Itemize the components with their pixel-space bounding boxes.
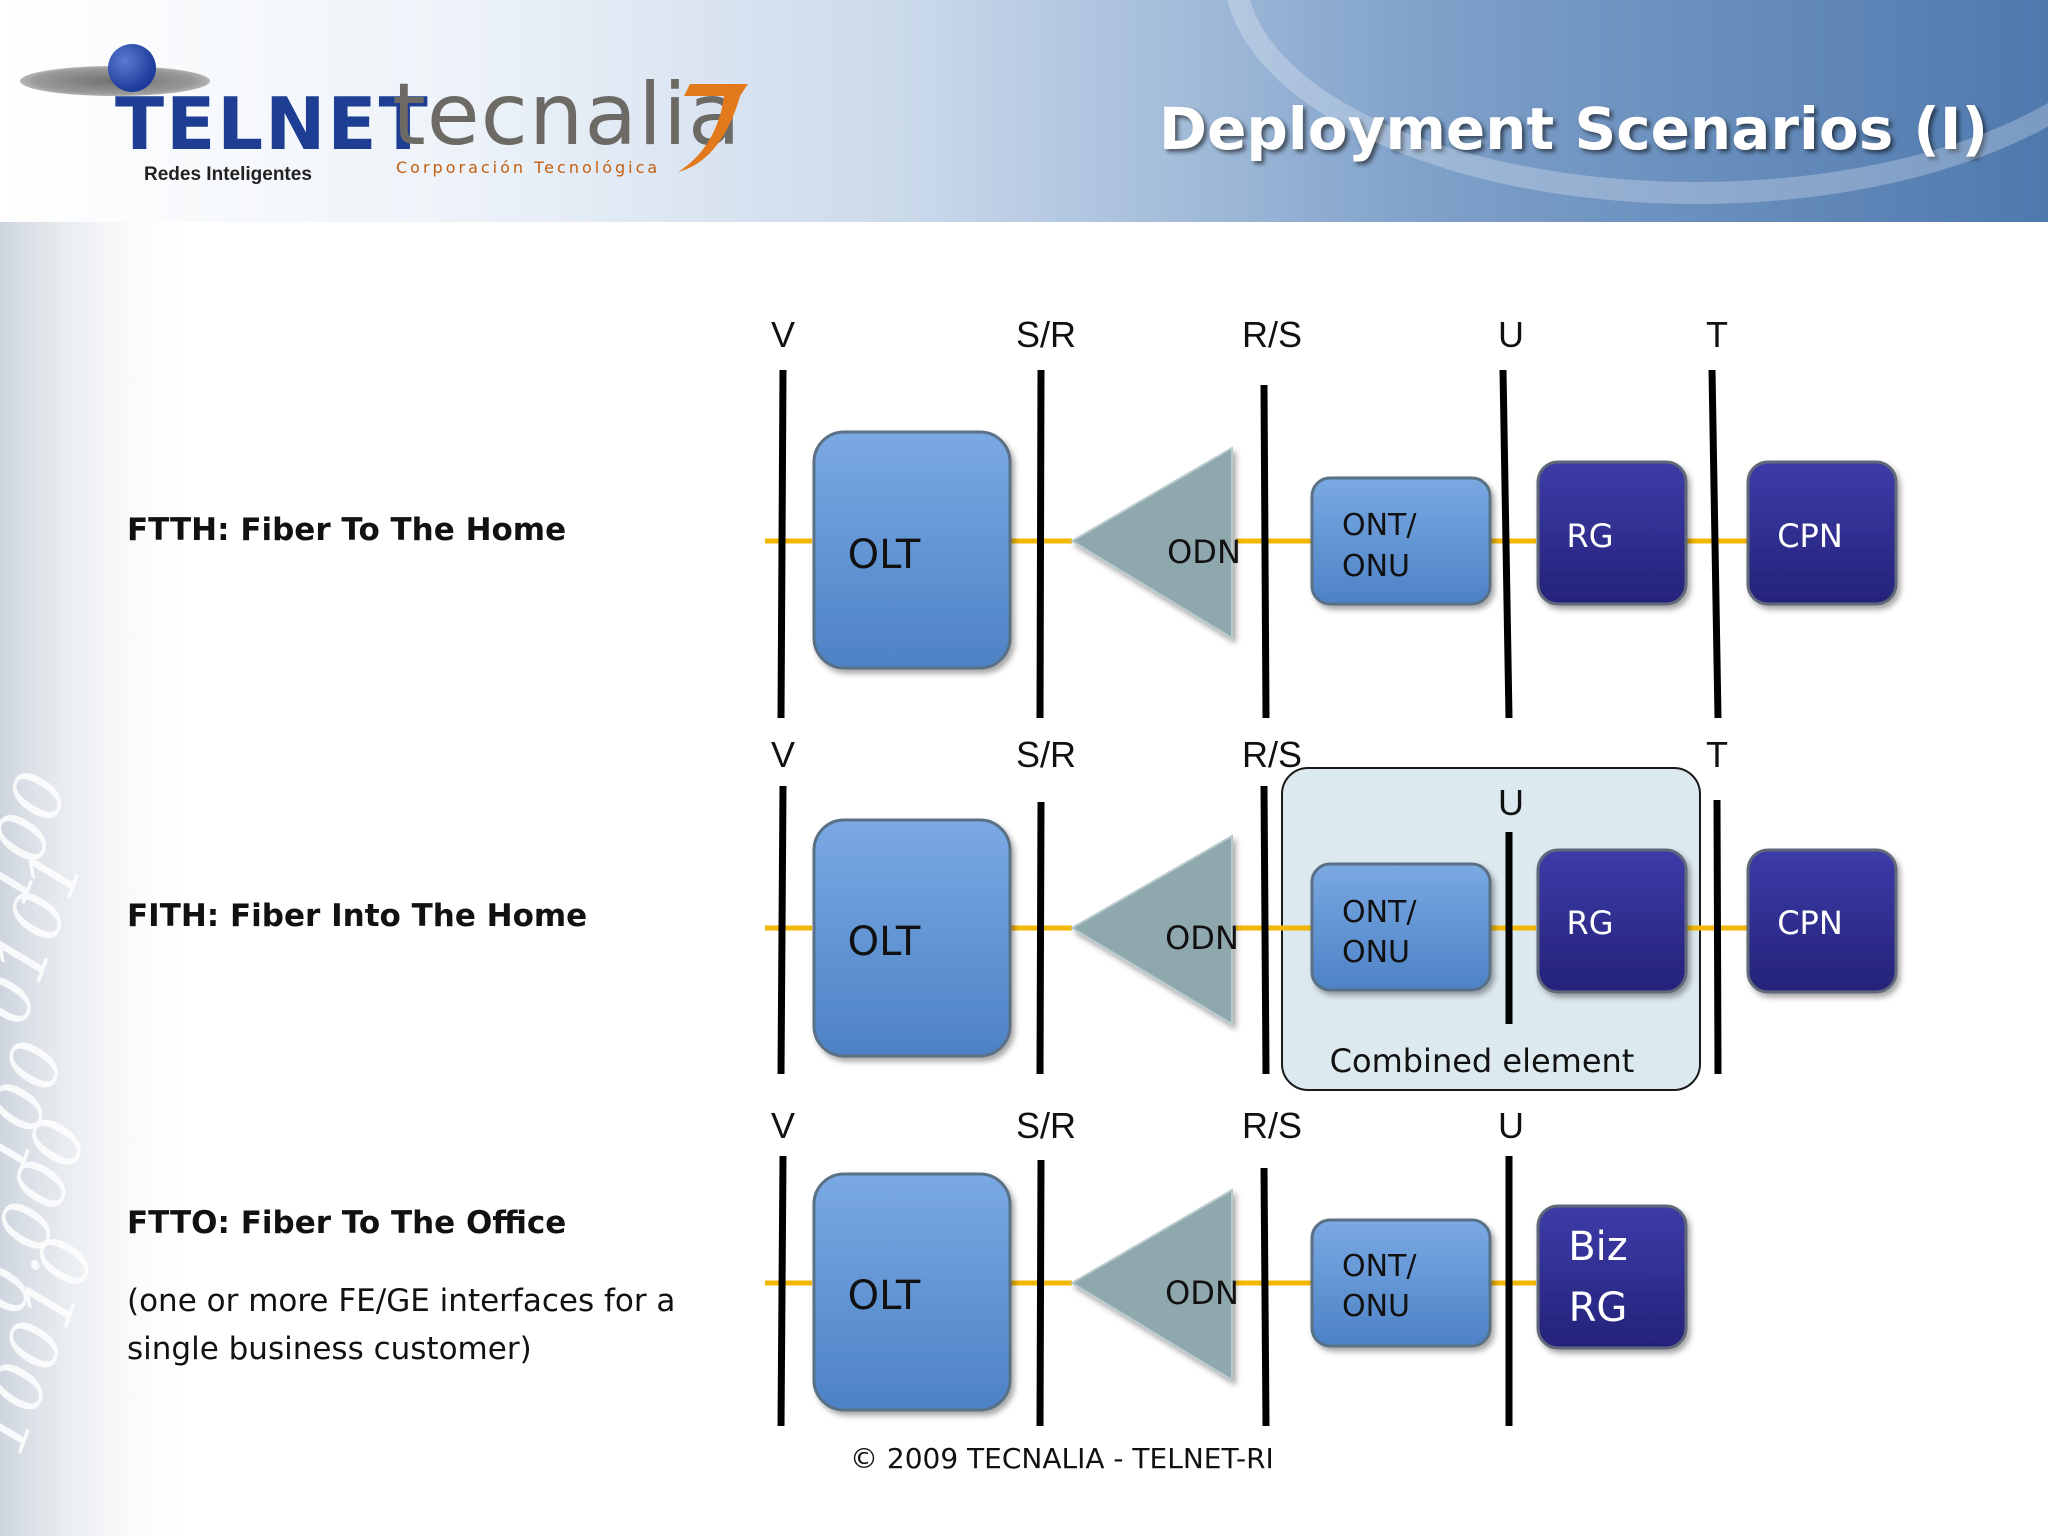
ftto-biz-rg-label-line1: Biz <box>1568 1224 1628 1270</box>
ftth-ref-rs: R/S <box>1242 314 1302 355</box>
fith-label: FITH: Fiber Into The Home <box>127 898 588 934</box>
ftth-ont-label-line1: ONT/ <box>1342 508 1417 543</box>
fith-ont-box <box>1310 862 1492 992</box>
telnet-logo: TELNET Redes Inteligentes <box>20 38 428 198</box>
telnet-logo-text: TELNET <box>115 82 430 166</box>
ftth-rg-box <box>1536 460 1688 606</box>
fith-ref-v: V <box>771 734 795 775</box>
combined-element-label: Combined element <box>1330 1042 1635 1080</box>
fith-rg-label: RG <box>1566 904 1613 942</box>
ftto-ref-lines <box>777 1155 1513 1427</box>
ftth-row: V S/R R/S U T OLT ODN ONT/ ONU RG CPN <box>765 314 1898 719</box>
fith-row: V S/R R/S U T OLT ODN ONT/ ONU RG CPN Co… <box>765 734 1898 1080</box>
ftth-ref-sr: S/R <box>1016 314 1076 355</box>
ftth-ont-label-line2: ONU <box>1342 549 1410 584</box>
ftto-olt-label: OLT <box>848 1273 921 1319</box>
binary-watermark-graphic: 100 0101 100 0.000 10010 <box>0 222 200 1536</box>
ftto-ref-u: U <box>1498 1105 1524 1146</box>
ftto-note: (one or more FE/GE interfaces for a sing… <box>127 1283 676 1367</box>
ftto-ref-sr: S/R <box>1016 1105 1076 1146</box>
ftto-ont-label-line2: ONU <box>1342 1289 1410 1324</box>
ftth-cpn-box <box>1746 460 1898 606</box>
fith-ref-lines <box>777 785 1722 1075</box>
fith-cpn-label: CPN <box>1777 904 1843 942</box>
ftth-olt-box <box>812 430 1012 670</box>
ftth-rg-label: RG <box>1566 517 1613 555</box>
ftto-olt-box <box>812 1172 1012 1412</box>
ftth-odn-label: ODN <box>1167 533 1241 571</box>
fith-ref-u: U <box>1498 782 1524 823</box>
ftto-ont-label-line1: ONT/ <box>1342 1249 1417 1284</box>
fith-odn-triangle <box>1070 834 1233 1026</box>
fith-ref-sr: S/R <box>1016 734 1076 775</box>
ftto-row: V S/R R/S U OLT ODN ONT/ ONU Biz RG <box>765 1105 1688 1427</box>
fith-ont-label-line1: ONT/ <box>1342 895 1417 930</box>
fith-odn-label: ODN <box>1165 919 1239 957</box>
ftth-ref-lines <box>777 369 1722 719</box>
tecnalia-swoosh-icon <box>678 84 748 172</box>
ftth-ref-u: U <box>1498 314 1524 355</box>
tecnalia-logo: tecnalia Corporación Tecnológica <box>392 72 752 190</box>
ftto-label: FTTO: Fiber To The Office <box>127 1205 567 1241</box>
fith-cpn-box <box>1746 848 1898 994</box>
ftto-ont-box <box>1310 1218 1492 1348</box>
fith-ont-label-line2: ONU <box>1342 935 1410 970</box>
ftto-biz-rg-box <box>1536 1204 1688 1350</box>
fith-ref-t: T <box>1706 734 1728 775</box>
header-banner: TELNET Redes Inteligentes tecnalia Corpo… <box>0 0 2048 222</box>
tecnalia-logo-subtitle: Corporación Tecnológica <box>396 158 661 177</box>
ftto-ref-v: V <box>771 1105 795 1146</box>
ftth-olt-label: OLT <box>848 532 921 578</box>
ftth-ref-t: T <box>1706 314 1728 355</box>
ftto-odn-label: ODN <box>1165 1274 1239 1312</box>
fith-rg-box <box>1536 848 1688 994</box>
ftth-label: FTTH: Fiber To The Home <box>127 512 567 548</box>
ftto-biz-rg-label-line2: RG <box>1569 1285 1628 1331</box>
ftth-odn-triangle <box>1070 446 1233 640</box>
footer-copyright: © 2009 TECNALIA - TELNET-RI <box>850 1442 1274 1475</box>
fith-ref-rs: R/S <box>1242 734 1302 775</box>
ftto-ref-rs: R/S <box>1242 1105 1302 1146</box>
tecnalia-logo-text: tecnalia <box>392 65 742 165</box>
ftth-ont-box <box>1310 476 1492 606</box>
fith-olt-box <box>812 818 1012 1058</box>
ftth-cpn-label: CPN <box>1777 517 1843 555</box>
ftth-ref-v: V <box>771 314 795 355</box>
fith-olt-label: OLT <box>848 919 921 965</box>
telnet-ball-graphic <box>108 44 156 92</box>
ftto-odn-triangle <box>1070 1188 1233 1382</box>
telnet-logo-subtitle: Redes Inteligentes <box>144 164 312 185</box>
